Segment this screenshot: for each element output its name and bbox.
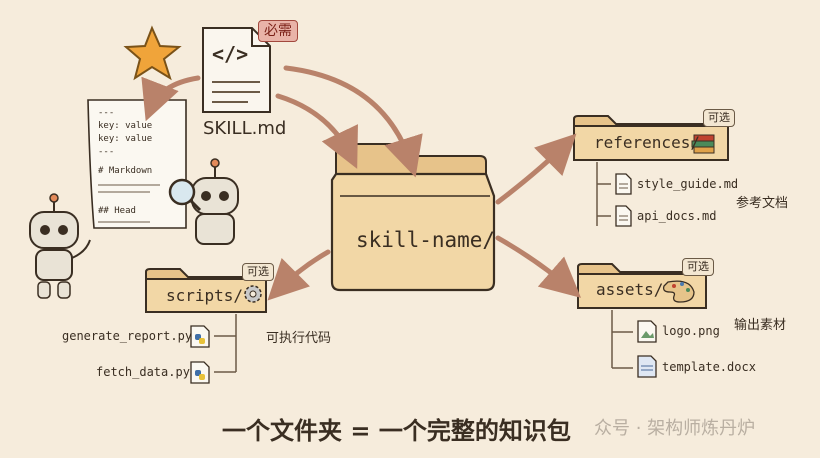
image-icon	[637, 320, 657, 343]
scripts-file: fetch_data.py	[96, 365, 190, 379]
frontmatter-line: ---	[98, 108, 115, 118]
flow-arrows	[141, 65, 582, 301]
footer-title: 一个文件夹 = 一个完整的知识包	[222, 417, 571, 445]
references-folder-icon	[573, 115, 729, 161]
assets-caption: 输出素材	[734, 318, 787, 333]
frontmatter-paper	[87, 99, 187, 229]
palette-icon	[662, 280, 695, 303]
scripts-folder-icon	[145, 268, 267, 313]
gear-icon	[244, 285, 262, 303]
document-icon	[637, 355, 657, 378]
scripts-file: generate_report.py	[62, 329, 193, 343]
tree-connectors	[214, 162, 633, 373]
references-caption: 参考文档	[736, 196, 789, 211]
optional-badge: 可选	[682, 258, 714, 276]
scripts-folder-label: scripts/	[166, 286, 244, 305]
python-icon	[190, 361, 210, 384]
watermark: 众号 · 架构师炼丹炉	[594, 418, 756, 439]
frontmatter-line: ---	[98, 147, 115, 157]
frontmatter-line: ## Head	[98, 206, 136, 216]
magnifier-icon	[168, 178, 202, 212]
robot-icon	[29, 193, 91, 299]
document-icon	[615, 173, 632, 195]
references-file: style_guide.md	[637, 177, 739, 191]
assets-folder-label: assets/	[596, 280, 664, 299]
optional-badge: 可选	[703, 109, 735, 127]
references-file: api_docs.md	[637, 209, 717, 223]
references-folder-label: references/	[594, 133, 700, 152]
root-folder-label: skill-name/	[356, 228, 496, 252]
frontmatter-line: # Markdown	[98, 166, 153, 176]
skill-file-label: SKILL.md	[203, 118, 287, 139]
books-icon	[691, 134, 715, 154]
frontmatter-line: key: value	[98, 134, 153, 144]
robot-icon	[191, 158, 239, 245]
frontmatter-line: key: value	[98, 121, 153, 131]
optional-badge: 可选	[242, 263, 274, 281]
document-icon	[615, 205, 632, 227]
skill-file-icon	[202, 27, 271, 113]
required-badge: 必需	[258, 20, 298, 42]
assets-file: logo.png	[662, 324, 720, 338]
python-icon	[190, 325, 210, 348]
scripts-caption: 可执行代码	[266, 331, 332, 346]
skill-file-code: </>	[212, 42, 249, 66]
assets-file: template.docx	[662, 360, 756, 374]
star-icon	[123, 25, 182, 81]
